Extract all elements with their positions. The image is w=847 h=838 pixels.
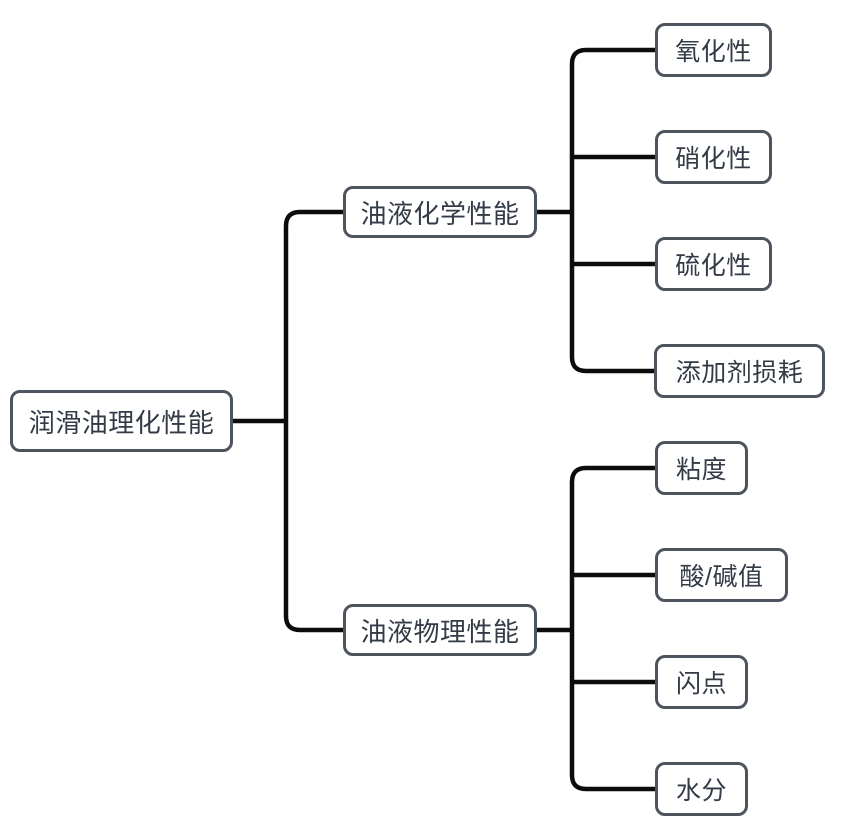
node-leaf-acid-base-value-label: 酸/碱值: [679, 563, 764, 591]
node-leaf-nitration-label: 硝化性: [675, 145, 752, 173]
node-leaf-flash-point-label: 闪点: [675, 670, 727, 698]
node-branch-physical-label: 油液物理性能: [360, 616, 520, 647]
node-root[interactable]: 润滑油理化性能: [10, 390, 233, 452]
node-branch-chemical-label: 油液化学性能: [360, 198, 520, 229]
node-leaf-oxidation-label: 氧化性: [675, 38, 752, 66]
node-leaf-additive-loss[interactable]: 添加剂损耗: [654, 344, 825, 398]
node-leaf-sulfidation[interactable]: 硫化性: [655, 237, 772, 291]
connector-phys-trunk: [569, 465, 655, 792]
node-branch-physical-properties[interactable]: 油液物理性能: [343, 604, 537, 656]
node-leaf-flash-point[interactable]: 闪点: [655, 655, 748, 709]
node-leaf-viscosity[interactable]: 粘度: [655, 441, 748, 495]
node-branch-chemical-properties[interactable]: 油液化学性能: [343, 186, 537, 238]
node-leaf-acid-base-value[interactable]: 酸/碱值: [655, 548, 788, 602]
connector-left-trunk: [283, 209, 343, 633]
node-leaf-moisture-label: 水分: [675, 777, 727, 805]
node-root-label: 润滑油理化性能: [28, 407, 215, 438]
node-leaf-viscosity-label: 粘度: [675, 456, 727, 484]
node-leaf-nitration[interactable]: 硝化性: [655, 130, 772, 184]
node-leaf-additive-loss-label: 添加剂损耗: [675, 359, 804, 387]
node-leaf-moisture[interactable]: 水分: [655, 762, 748, 816]
node-leaf-sulfidation-label: 硫化性: [675, 252, 752, 280]
node-leaf-oxidation[interactable]: 氧化性: [655, 23, 772, 77]
connector-chem-trunk: [569, 47, 655, 374]
